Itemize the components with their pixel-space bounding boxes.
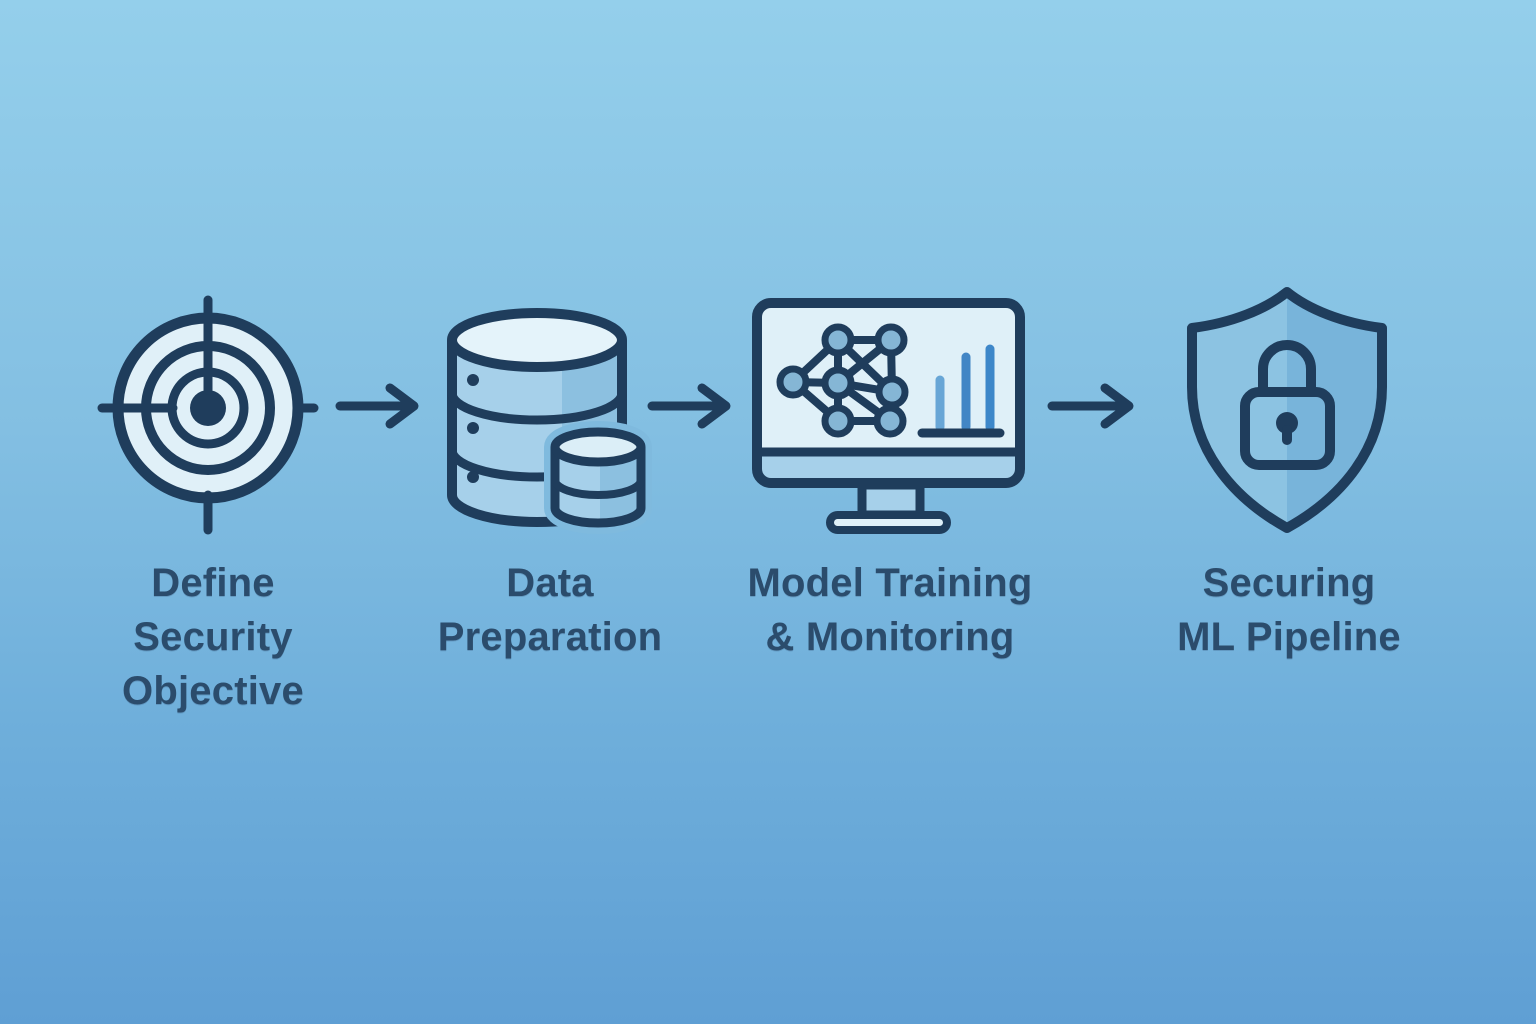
bar-chart [917, 344, 1005, 438]
stage-label-securing-ml-pipeline: Securing ML Pipeline [1177, 561, 1401, 659]
database-icon [447, 308, 652, 534]
stage-label-define-security-objective: Define Security Objective [122, 561, 304, 713]
shield-lock-icon [1187, 287, 1387, 533]
flow-arrow-icon [1047, 383, 1134, 429]
target-icon [97, 295, 319, 535]
lock-icon [1240, 340, 1335, 470]
flow-arrow-icon [335, 383, 419, 429]
stage-label-data-preparation: Data Preparation [437, 561, 663, 659]
stage-label-model-training-monitoring: Model Training & Monitoring [747, 561, 1033, 659]
monitor-neural-network-icon [752, 298, 1025, 534]
flow-arrow-icon [647, 383, 731, 429]
